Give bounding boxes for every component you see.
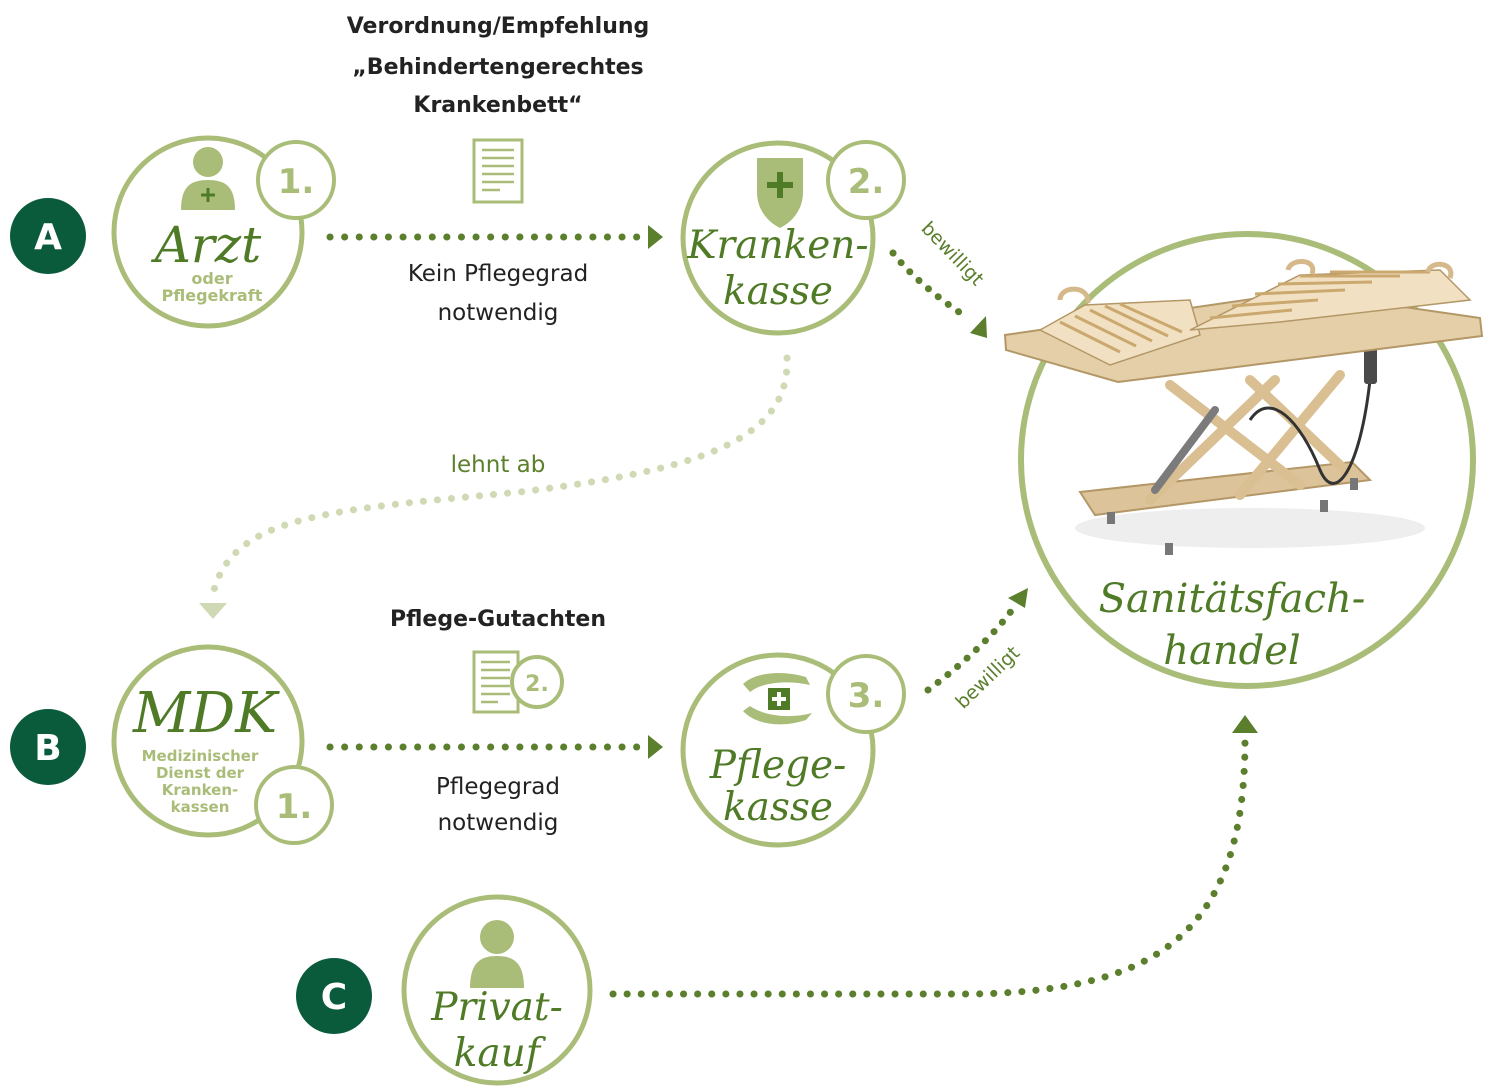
pflegekasse-title-line1: Pflege- xyxy=(709,743,847,788)
path-b-badge: B xyxy=(10,709,86,785)
edge-pflegekasse-approves xyxy=(924,606,1016,694)
edge-krankenkasse-rejects xyxy=(210,354,791,594)
prescription-document: Verordnung/Empfehlung „Behindertengerech… xyxy=(347,14,650,204)
mdk-subtitle-line2: Dienst der xyxy=(156,764,245,782)
mdk-subtitle-line3: Kranken- xyxy=(162,781,238,799)
path-c-badge: C xyxy=(296,958,372,1034)
edge-krankenkasse-approves xyxy=(889,249,972,322)
mdk-subtitle-line4: kassen xyxy=(171,798,230,816)
privatkauf-title-line2: kauf xyxy=(454,1031,547,1076)
path-c-label: C xyxy=(321,977,347,1018)
mdk-subtitle-line1: Medizinischer xyxy=(142,747,259,765)
care-assessment-step: 2. xyxy=(525,672,549,697)
fachhandel-title-line1: Sanitätsfach- xyxy=(1099,576,1366,622)
arzt-title: Arzt xyxy=(151,216,262,274)
prescription-line3: Krankenbett“ xyxy=(413,93,582,118)
arrowhead-fachhandel-top xyxy=(970,316,987,338)
arrowhead-krankenkasse xyxy=(648,225,663,249)
arzt-subtitle-line1: oder xyxy=(191,269,232,288)
document-icon xyxy=(472,138,524,204)
edge-note-b-line2: notwendig xyxy=(438,810,559,836)
edge-note-b-line1: Pflegegrad xyxy=(436,774,560,800)
fachhandel-title-line2: handel xyxy=(1163,628,1300,674)
doctor-icon xyxy=(181,147,235,210)
edge-reject-label: lehnt ab xyxy=(451,452,546,478)
mdk-title: MDK xyxy=(132,681,280,746)
node-arzt: Arzt oder Pflegekraft 1. xyxy=(111,135,336,329)
krankenkasse-title-line2: kasse xyxy=(723,269,833,314)
pflegekasse-step: 3. xyxy=(848,676,885,716)
node-sanitaetsfachhandel: Sanitätsfach- handel xyxy=(1003,231,1484,689)
arrowhead-pflegekasse xyxy=(648,735,663,759)
care-bed-image xyxy=(1003,259,1484,555)
node-privatkauf: Privat- kauf xyxy=(401,894,593,1086)
krankenkasse-step: 2. xyxy=(848,162,885,202)
node-pflegekasse: Pflege- kasse 3. xyxy=(680,652,906,848)
edge-approve-bottom-label: bewilligt xyxy=(951,642,1024,713)
arrowhead-mdk xyxy=(199,603,227,619)
arrowhead-fachhandel-middle xyxy=(1008,588,1028,608)
care-assessment-document: Pflege-Gutachten 2. xyxy=(390,607,606,714)
privatkauf-title-line1: Privat- xyxy=(430,985,563,1030)
edge-note-a-line2: notwendig xyxy=(438,300,559,326)
path-a-badge: A xyxy=(10,198,86,274)
prescription-line2: „Behindertengerechtes xyxy=(352,55,643,80)
path-b-label: B xyxy=(34,728,61,769)
krankenkasse-title-line1: Kranken- xyxy=(686,223,868,268)
mdk-step: 1. xyxy=(276,787,313,827)
arzt-step: 1. xyxy=(278,162,315,202)
path-a-label: A xyxy=(34,217,62,258)
arzt-subtitle-line2: Pflegekraft xyxy=(162,286,263,305)
edge-note-a-line1: Kein Pflegegrad xyxy=(408,261,588,287)
person-icon xyxy=(470,920,524,988)
edge-approve-top-label: bewilligt xyxy=(917,217,988,290)
edge-privatkauf-to-fachhandel xyxy=(609,736,1249,998)
node-mdk: MDK Medizinischer Dienst der Kranken- ka… xyxy=(111,644,334,845)
node-krankenkasse: Kranken- kasse 2. xyxy=(680,140,906,336)
shield-cross-icon xyxy=(757,158,803,228)
pflegekasse-title-line2: kasse xyxy=(723,785,833,830)
prescription-line1: Verordnung/Empfehlung xyxy=(347,14,650,39)
care-assessment-title: Pflege-Gutachten xyxy=(390,607,606,632)
hands-cross-icon xyxy=(743,672,812,725)
arrowhead-fachhandel-bottom xyxy=(1232,715,1258,733)
